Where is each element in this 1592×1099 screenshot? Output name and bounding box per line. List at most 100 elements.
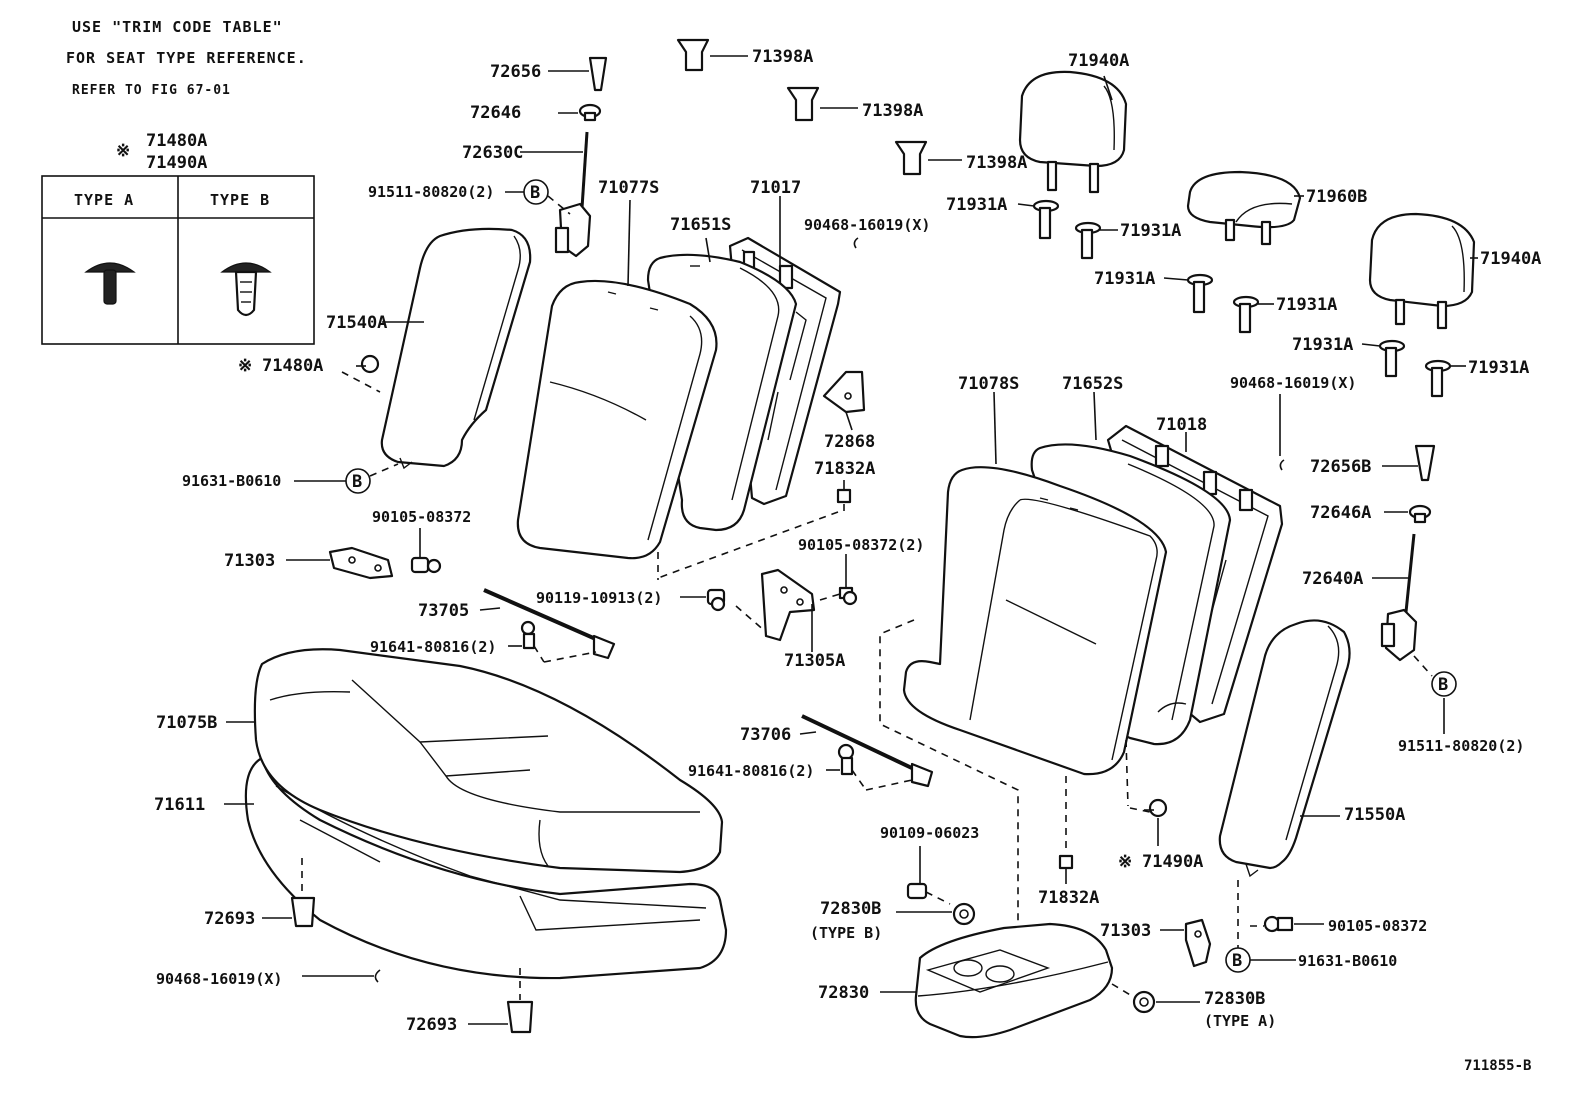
label-91641-2: 91641-80816(2) [688,762,814,780]
seatback-cover-71077s [516,279,718,560]
label-90105-right: 90105-08372 [1328,917,1427,935]
seatback-cover-71078s [902,466,1168,776]
label-72830b-2-type: (TYPE A) [1204,1012,1276,1030]
label-72830b-1: 72830B [820,899,881,919]
label-71960b: 71960B [1306,187,1367,207]
headrest-guide-71931a-2 [1074,221,1102,260]
label-71940a-left: 71940A [1068,51,1129,71]
hinge-71303-right [1184,918,1212,968]
striker-73705 [483,588,616,660]
label-71480a-mark: ※ [238,356,252,376]
label-91631-right: 91631-B0610 [1298,952,1397,970]
headrest-guide-71931a-3 [1186,273,1214,314]
headrest-guide-71931a-5 [1378,339,1406,378]
lock-cable-72630c [554,131,592,258]
label-71652s: 71652S [1062,374,1123,394]
label-71490a: 71490A [1142,852,1203,872]
label-72640a: 72640A [1302,569,1363,589]
clip-type-legend: ※ 71480A 71490A TYPE A TYPE B [41,131,315,345]
label-72656b: 72656B [1310,457,1371,477]
stopper-72693-1 [290,896,316,928]
callout-b-1: B [523,179,549,205]
label-73706: 73706 [740,725,791,745]
label-71398a-1: 71398A [752,47,813,67]
svg-text:B: B [530,183,540,203]
label-71480a: 71480A [262,356,323,376]
label-91641-1: 91641-80816(2) [370,638,496,656]
label-90105-mid: 90105-08372(2) [798,536,924,554]
bezel-72646 [578,103,602,122]
label-71077s: 71077S [598,178,659,198]
clip-71480a [356,354,380,374]
lock-cable-72640a [1380,533,1418,662]
label-90105-left: 90105-08372 [372,508,471,526]
callout-b-4: B [1225,947,1251,973]
bolt-91641-1 [520,620,536,650]
headrest-71940a-right [1368,212,1476,330]
note-trim-code: USE "TRIM CODE TABLE" [72,18,283,36]
label-72630c: 72630C [462,143,523,163]
bolt-91641-2 [837,743,855,776]
label-91631-left: 91631-B0610 [182,472,281,490]
headrest-guide-71931a-1 [1032,199,1060,240]
bolt-90119 [706,588,726,612]
armrest-pin-72830b-type-a [1132,990,1156,1014]
cushion-bolt-71832a-2 [1058,854,1074,870]
bezel-72646a [1408,504,1432,524]
label-91511-right: 91511-80820(2) [1398,737,1524,755]
label-71398a-2: 71398A [862,101,923,121]
label-71832a-1: 71832A [814,459,875,479]
label-71078s: 71078S [958,374,1019,394]
side-seatback-71550a [1218,619,1351,878]
label-72646: 72646 [470,103,521,123]
svg-text:B: B [1232,951,1242,971]
label-72830b-1-type: (TYPE B) [810,924,882,942]
legend-part-b: 71490A [146,153,207,173]
svg-text:B: B [1438,675,1448,695]
headrest-71940a-left [1018,70,1128,194]
label-71931a-5: 71931A [1292,335,1353,355]
label-71018: 71018 [1156,415,1207,435]
label-71303-left: 71303 [224,551,275,571]
note-seat-type: FOR SEAT TYPE REFERENCE. [66,49,307,67]
clip-type-a-icon [84,262,136,305]
label-72830b-2: 72830B [1204,989,1265,1009]
callout-b-3: B [1431,671,1457,697]
label-72868: 72868 [824,432,875,452]
knob-72656b [1414,444,1436,482]
label-90468-right: 90468-16019(X) [1230,374,1356,392]
label-71931a-2: 71931A [1120,221,1181,241]
legend-type-a: TYPE A [74,191,134,209]
label-71651s: 71651S [670,215,731,235]
seat-cushion-cover-71075b [253,648,724,874]
label-71940a-right: 71940A [1480,249,1541,269]
label-71017: 71017 [750,178,801,198]
armrest-pin-72830b-type-b [952,902,976,926]
label-72646a: 72646A [1310,503,1371,523]
svg-text:B: B [352,472,362,492]
striker-73706 [801,714,934,788]
knob-72656 [588,56,608,92]
legend-part-a: 71480A [146,131,207,151]
clip-71490a [1144,798,1168,818]
headrest-guide-71931a-4 [1232,295,1260,334]
note-refer-fig: REFER TO FIG 67-01 [72,83,231,98]
label-73705: 73705 [418,601,469,621]
label-71075b: 71075B [156,713,217,733]
hinge-bracket-71305a [760,568,816,642]
bracket-72868 [822,370,866,414]
side-seatback-71540a [380,227,532,470]
label-71490a-mark: ※ [1118,852,1132,872]
label-90468-bottom: 90468-16019(X) [156,970,282,988]
label-71550a: 71550A [1344,805,1405,825]
label-72656: 72656 [490,62,541,82]
headrest-guide-71931a-6 [1424,359,1452,398]
label-72830: 72830 [818,983,869,1003]
headrest-support-71398a-3 [894,140,928,176]
label-72693-1: 72693 [204,909,255,929]
headrest-support-71398a-2 [786,86,820,122]
label-71931a-3: 71931A [1094,269,1155,289]
hinge-71303-left [328,546,394,580]
label-71303-right: 71303 [1100,921,1151,941]
